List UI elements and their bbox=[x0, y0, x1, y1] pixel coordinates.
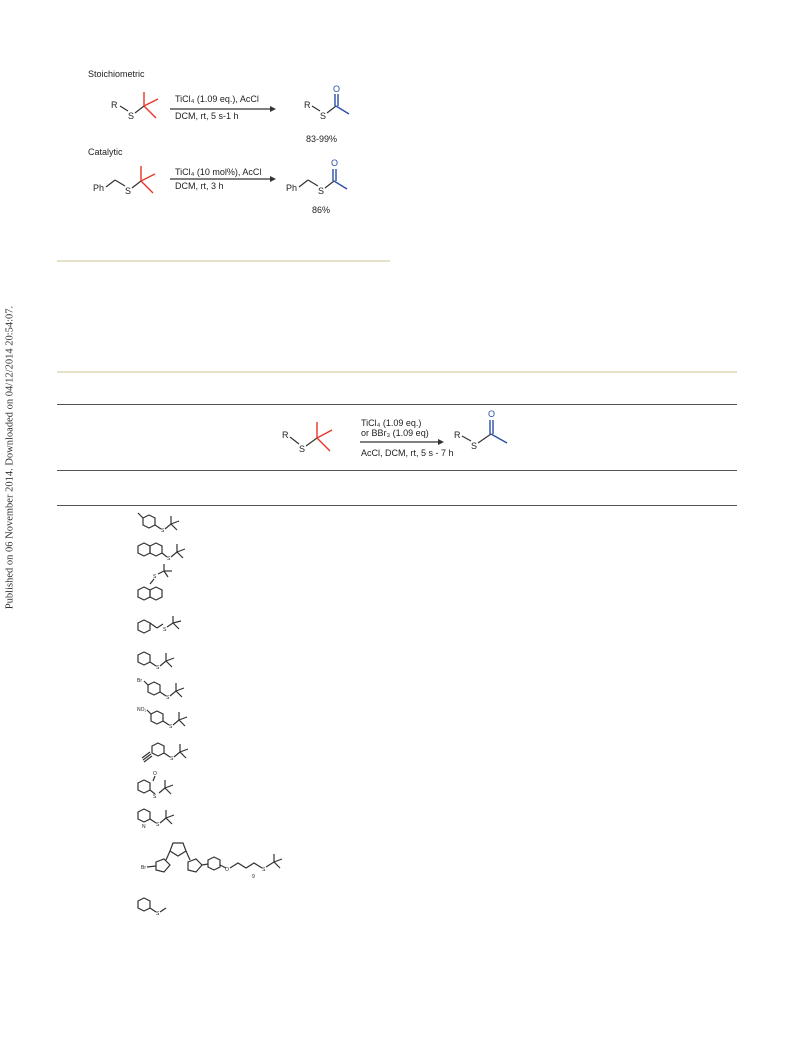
table-product-structure: R S O bbox=[454, 409, 508, 451]
atom-NO2: NO₂ bbox=[137, 707, 147, 713]
table-conditions-3: AcCl, DCM, rt, 5 s - 7 h bbox=[361, 448, 454, 458]
atom-S: S bbox=[471, 441, 477, 451]
atom-S: S bbox=[170, 756, 174, 762]
substrate-3-structure: S bbox=[137, 564, 172, 601]
atom-S: S bbox=[169, 724, 173, 730]
atom-S: S bbox=[156, 665, 160, 671]
atom-S: S bbox=[318, 186, 324, 196]
atom-R: R bbox=[282, 430, 289, 440]
atom-R: R bbox=[454, 430, 461, 440]
substrate-8-structure: S bbox=[141, 742, 189, 763]
stoichiometric-label: Stoichiometric bbox=[88, 69, 145, 79]
cat-substrate-structure: Ph S bbox=[93, 166, 156, 196]
table-rule-3 bbox=[57, 505, 737, 506]
atom-N: N bbox=[142, 824, 146, 830]
table-substrate-structure: R S bbox=[282, 422, 333, 454]
cat-conditions-2: DCM, rt, 3 h bbox=[175, 181, 224, 191]
atom-S: S bbox=[125, 186, 131, 196]
atom-S: S bbox=[262, 867, 266, 873]
atom-S: S bbox=[166, 695, 170, 701]
stoich-product-structure: R S O bbox=[304, 84, 350, 121]
subscript-9: 9 bbox=[252, 874, 255, 880]
atom-O: O bbox=[225, 867, 229, 873]
substrate-1-structure: S bbox=[137, 512, 180, 534]
atom-S: S bbox=[163, 627, 167, 633]
cat-product-structure: Ph S O bbox=[286, 158, 348, 196]
substrate-6-structure: Br S bbox=[137, 678, 185, 701]
table-conditions-1: TiCl₄ (1.09 eq.) bbox=[361, 418, 422, 428]
atom-S: S bbox=[153, 574, 157, 580]
substrate-9-structure: O S bbox=[137, 771, 174, 800]
substrate-7-structure: NO₂ S bbox=[137, 707, 188, 730]
atom-S: S bbox=[299, 444, 305, 454]
substrate-10-structure: N S bbox=[137, 808, 175, 830]
atom-R: R bbox=[111, 100, 118, 110]
scheme-divider bbox=[57, 260, 390, 262]
atom-Br: Br bbox=[141, 865, 146, 871]
atom-S: S bbox=[156, 911, 160, 917]
catalytic-label: Catalytic bbox=[88, 147, 123, 157]
atom-S: S bbox=[161, 528, 165, 534]
cat-conditions-1: TiCl₄ (10 mol%), AcCl bbox=[175, 167, 262, 177]
substrate-12-structure: S bbox=[137, 897, 167, 917]
cat-yield: 86% bbox=[312, 205, 331, 215]
reaction-arrow-cat bbox=[170, 176, 276, 182]
atom-O: O bbox=[488, 409, 495, 419]
table-rule-2 bbox=[57, 470, 737, 471]
atom-S: S bbox=[156, 822, 160, 828]
atom-O: O bbox=[153, 771, 157, 777]
substrate-4-structure: S bbox=[137, 616, 182, 634]
stoich-yield: 83-99% bbox=[306, 134, 338, 144]
stoich-conditions-2: DCM, rt, 5 s-1 h bbox=[175, 111, 239, 121]
publication-note: Published on 06 November 2014. Downloade… bbox=[4, 305, 16, 610]
atom-R: R bbox=[304, 100, 311, 110]
table-conditions-2: or BBr₃ (1.09 eq) bbox=[361, 428, 429, 438]
reaction-arrow-stoich bbox=[170, 106, 276, 112]
atom-O: O bbox=[333, 84, 340, 94]
stoich-conditions-1: TiCl₄ (1.09 eq.), AcCl bbox=[175, 94, 259, 104]
table-rule-1 bbox=[57, 404, 737, 405]
substrate-11-structure: Br O 9 S bbox=[141, 842, 283, 880]
atom-S: S bbox=[167, 556, 171, 562]
substrate-5-structure: S bbox=[137, 651, 175, 671]
table-top-rule bbox=[57, 371, 737, 373]
atom-Br: Br bbox=[137, 678, 142, 684]
reaction-arrow-table bbox=[360, 439, 444, 445]
substrate-2-structure: S bbox=[137, 542, 186, 562]
atom-S: S bbox=[128, 111, 134, 121]
stoich-substrate-structure: R S bbox=[111, 92, 159, 121]
atom-Ph: Ph bbox=[93, 183, 104, 193]
atom-S: S bbox=[320, 111, 326, 121]
atom-O: O bbox=[331, 158, 338, 168]
atom-S: S bbox=[153, 794, 157, 800]
atom-Ph: Ph bbox=[286, 183, 297, 193]
